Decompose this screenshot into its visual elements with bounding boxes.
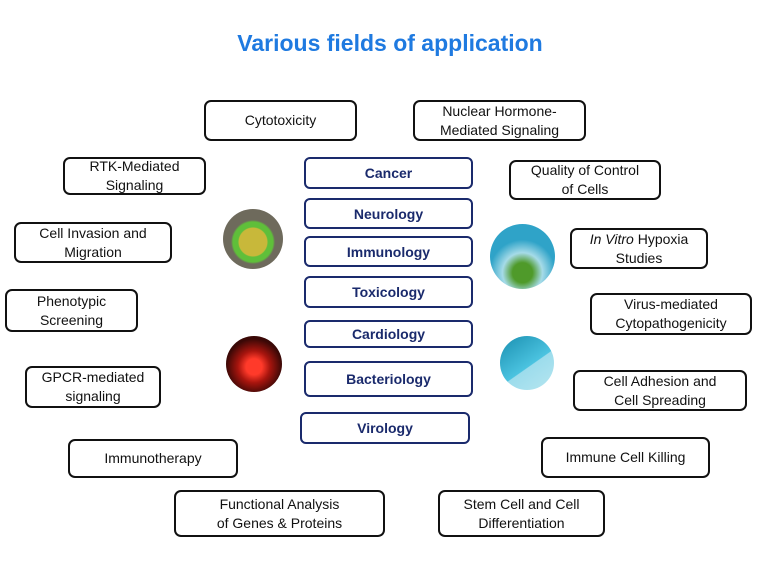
- label-line2: Mediated Signaling: [439, 121, 560, 138]
- label-line1: GPCR-mediated: [41, 369, 145, 385]
- label-rest: Hypoxia: [633, 230, 689, 247]
- label-line2: Studies: [615, 249, 663, 266]
- label-line1: Functional Analysis: [219, 495, 340, 512]
- label: Cytotoxicity: [244, 112, 317, 128]
- label-line1: RTK-Mediated: [89, 158, 180, 174]
- label-line2: of Cells: [561, 181, 609, 197]
- app-functional-analysis: Functional Analysis of Genes & Proteins: [174, 490, 385, 537]
- label-line1: Quality of Control: [530, 162, 640, 178]
- field-bacteriology: Bacteriology: [304, 361, 473, 397]
- label-line1: Cell Adhesion and: [603, 372, 717, 389]
- heart-ecg-image: [226, 336, 282, 392]
- app-quality-control: Quality of Control of Cells: [509, 160, 661, 200]
- field-neurology: Neurology: [304, 198, 473, 229]
- app-gpcr-signaling: GPCR-mediated signaling: [25, 366, 161, 408]
- cancer-cell-image: [223, 209, 283, 269]
- app-immunotherapy: Immunotherapy: [68, 439, 238, 478]
- label-line2: Signaling: [105, 177, 164, 193]
- label-line2: Screening: [39, 311, 104, 328]
- field-cardiology: Cardiology: [304, 320, 473, 348]
- field-cancer: Cancer: [304, 157, 473, 189]
- label-line2: Cytopathogenicity: [615, 315, 727, 331]
- app-nuclear-hormone-signaling: Nuclear Hormone- Mediated Signaling: [413, 100, 586, 141]
- field-immunology: Immunology: [304, 236, 473, 267]
- label-line2: Migration: [64, 243, 122, 260]
- diagram-title: Various fields of application: [237, 30, 543, 56]
- label-line2: Differentiation: [478, 514, 565, 531]
- field-toxicology: Toxicology: [304, 276, 473, 308]
- label-line1: Stem Cell and Cell: [463, 495, 580, 512]
- label-line1: Phenotypic: [36, 292, 107, 309]
- label-line1: Nuclear Hormone-: [442, 102, 557, 119]
- label-line2: Cell Spreading: [614, 391, 706, 408]
- label: Immune Cell Killing: [565, 449, 686, 465]
- label-line1: In Vitro Hypoxia: [590, 230, 689, 249]
- label-italic: In Vitro: [589, 230, 634, 247]
- label-line1: Virus-mediated: [624, 296, 718, 312]
- label-line2: signaling: [65, 388, 121, 404]
- app-cytotoxicity: Cytotoxicity: [204, 100, 357, 141]
- field-virology: Virology: [300, 412, 470, 444]
- label-line2: of Genes & Proteins: [216, 514, 343, 531]
- petri-dish-image: [490, 224, 555, 289]
- label: Immunotherapy: [104, 450, 202, 466]
- label-line1: Cell Invasion and: [39, 224, 147, 241]
- virus-image: [500, 336, 554, 390]
- app-immune-cell-killing: Immune Cell Killing: [541, 437, 710, 478]
